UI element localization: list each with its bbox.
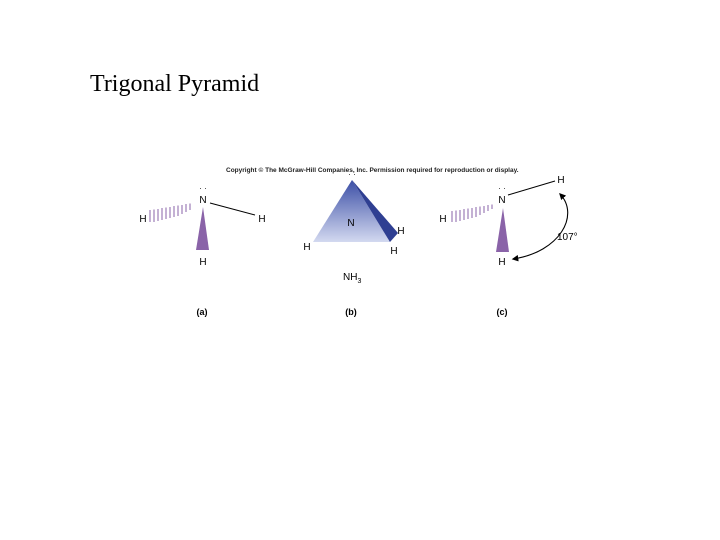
panel-c: · · N H H H 107° (c) [439, 175, 577, 317]
caption-b: (b) [345, 307, 357, 317]
atom-h-bottom: H [199, 257, 206, 268]
panel-b: · · N H H H NH3 (b) [303, 170, 404, 317]
formula-main: NH [343, 272, 357, 283]
atom-n: N [498, 195, 505, 206]
atom-h-left: H [303, 242, 310, 253]
lone-pair: · · [498, 184, 506, 193]
hashed-bond-left [451, 204, 493, 222]
atom-h-right: H [397, 226, 404, 237]
atom-h-bottom: H [390, 246, 397, 257]
lone-pair: · · [348, 170, 356, 179]
caption-a: (a) [197, 307, 208, 317]
pyramid-side-face [352, 180, 398, 242]
bond-right [209, 202, 256, 216]
atom-h-left: H [139, 214, 146, 225]
atom-h-top: H [557, 175, 564, 186]
angle-arc [511, 193, 569, 262]
caption-c: (c) [497, 307, 508, 317]
bond-up-right [507, 180, 556, 196]
atom-n: N [347, 218, 354, 229]
formula: NH3 [343, 272, 361, 285]
atom-h-right: H [258, 214, 265, 225]
lone-pair: · · [199, 184, 207, 193]
wedge-bond-down [196, 207, 209, 250]
pyramid-front-face [313, 180, 390, 242]
bond-angle-label: 107° [557, 232, 578, 243]
atom-n: N [199, 195, 206, 206]
copyright-notice: Copyright © The McGraw-Hill Companies, I… [226, 167, 519, 174]
slide-title: Trigonal Pyramid [90, 71, 260, 97]
atom-h-left: H [439, 214, 446, 225]
wedge-bond-down [496, 208, 509, 252]
atom-h-bottom: H [498, 257, 505, 268]
panel-a: · · N H H H (a) [139, 184, 265, 317]
formula-subscript: 3 [357, 278, 361, 285]
hashed-bond-left [149, 203, 191, 222]
